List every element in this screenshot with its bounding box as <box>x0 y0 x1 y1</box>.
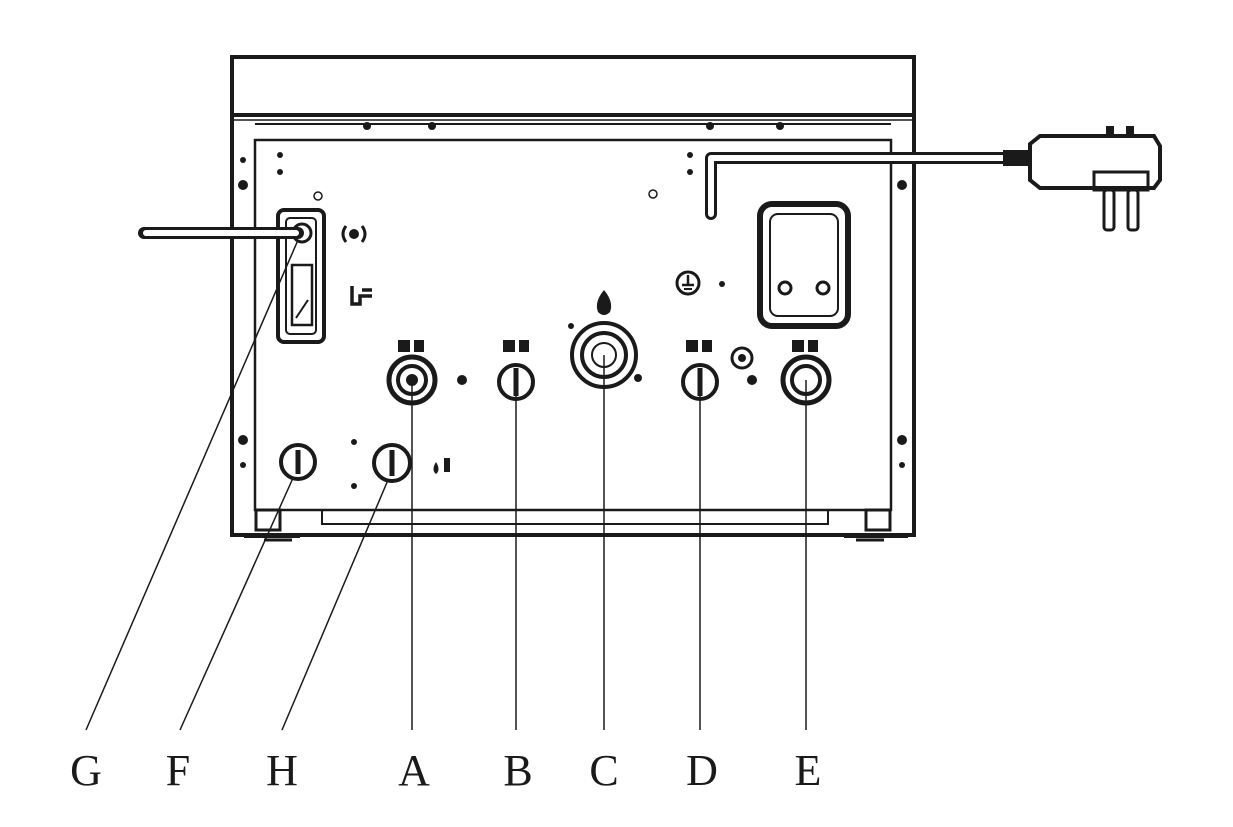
antenna-icon <box>341 225 367 243</box>
electrical-box <box>757 201 851 329</box>
callout-C: C <box>589 746 618 795</box>
power-cord <box>705 150 1031 220</box>
leader-line-G <box>85 239 299 731</box>
tap-icon <box>350 286 372 306</box>
power-plug-icon <box>1028 126 1162 232</box>
screw-hole <box>648 189 658 199</box>
foot-left <box>244 508 300 542</box>
sensor-panel <box>276 208 326 344</box>
callout-F: F <box>166 746 190 795</box>
drop-icon <box>433 458 450 474</box>
callout-labels: G F H A B C D E <box>70 746 821 795</box>
screw-holes <box>238 122 907 489</box>
flame-icon <box>596 290 612 315</box>
leader-lines <box>85 239 807 731</box>
callout-A: A <box>398 746 430 795</box>
callout-B: B <box>503 746 532 795</box>
port-H-drain <box>372 443 450 483</box>
leader-line-F <box>179 477 294 731</box>
cabinet <box>230 55 916 542</box>
ground-icon <box>675 270 701 296</box>
leader-line-H <box>281 479 389 731</box>
port-B-marking-icon <box>503 340 529 352</box>
callout-H: H <box>266 746 298 795</box>
callout-E: E <box>795 746 822 795</box>
callout-D: D <box>686 746 718 795</box>
callout-G: G <box>70 746 102 795</box>
cabinet-body <box>230 113 916 537</box>
base-rail <box>321 509 829 525</box>
port-F <box>279 443 317 481</box>
port-A-marking-icon <box>398 340 424 352</box>
foot-right <box>844 508 908 542</box>
port-D-marking-icon <box>686 340 712 352</box>
screw-hole <box>313 191 323 201</box>
port-E-marking-icon <box>792 340 818 352</box>
port-D <box>681 340 754 401</box>
cabinet-top-lid <box>230 55 916 117</box>
